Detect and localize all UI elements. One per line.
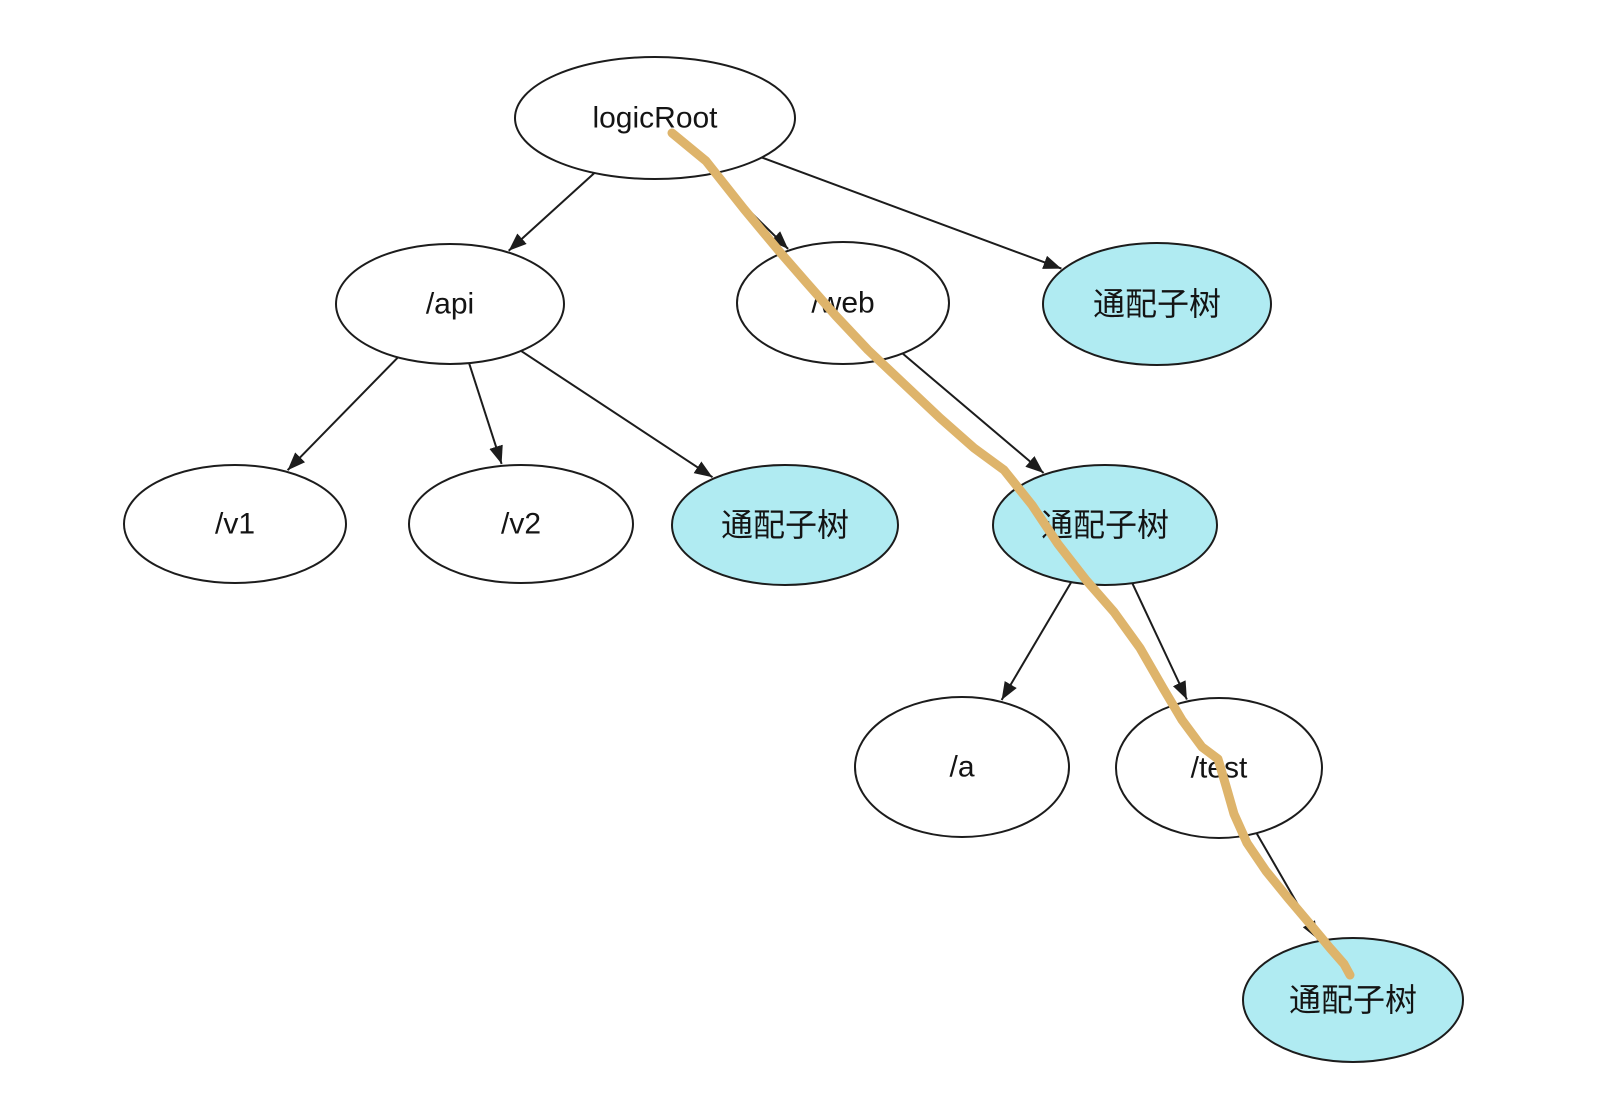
node-logicRoot: logicRoot [514,56,796,180]
node-ellipse-v2 [408,464,634,584]
node-ellipse-wild-web [992,464,1218,586]
node-label-wild-test: 通配子树 [1289,982,1417,1018]
edge-api-wild-api [520,350,714,479]
node-wild-web: 通配子树 [992,464,1218,586]
node-v2: /v2 [408,464,634,584]
node-v1: /v1 [123,464,347,584]
node-ellipse-v1 [123,464,347,584]
edge-logicRoot-wild-root [761,156,1062,270]
node-ellipse-wild-root [1042,242,1272,366]
node-label-wild-web: 通配子树 [1041,507,1169,543]
node-label-v2: /v2 [501,508,541,541]
node-label-a: /a [949,751,974,784]
node-api: /api [335,243,565,365]
edge-wild-web-a [1000,581,1073,701]
highlight-path-stroke [667,128,1355,980]
node-ellipse-web [736,241,950,365]
node-ellipse-api [335,243,565,365]
node-wild-api: 通配子树 [671,464,899,586]
node-ellipse-wild-api [671,464,899,586]
node-ellipse-a [854,696,1070,838]
edge-logicRoot-api [508,172,596,252]
edge-wild-web-test [1131,582,1188,700]
node-ellipse-logicRoot [514,56,796,180]
node-label-v1: /v1 [215,508,255,541]
edge-api-v2 [468,362,503,465]
node-label-logicRoot: logicRoot [592,102,718,135]
node-ellipse-wild-test [1242,937,1464,1063]
node-wild-root: 通配子树 [1042,242,1272,366]
edge-web-wild-web [901,352,1045,474]
edge-api-v1 [286,356,399,471]
node-label-wild-api: 通配子树 [721,507,849,543]
node-a: /a [854,696,1070,838]
node-wild-test: 通配子树 [1242,937,1464,1063]
node-web: /web [736,241,950,365]
node-label-api: /api [426,288,474,321]
node-label-wild-root: 通配子树 [1093,286,1221,322]
